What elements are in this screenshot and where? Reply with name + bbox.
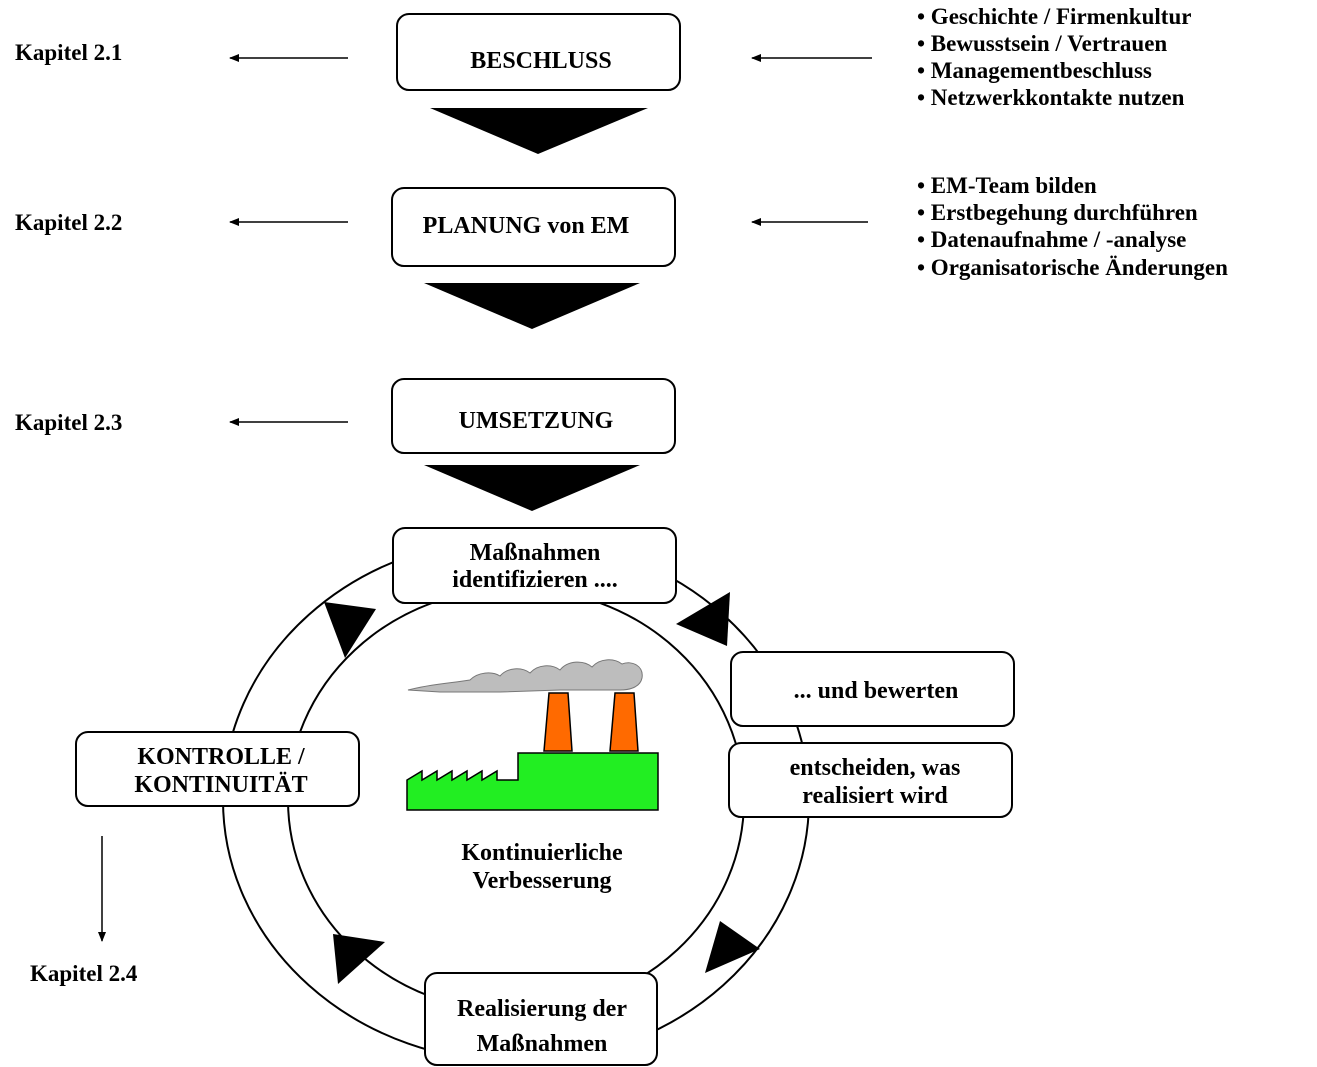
down-triangle-3: [424, 465, 640, 511]
down-triangle-2: [424, 283, 640, 329]
identify-label-line2: identifizieren ....: [452, 567, 618, 593]
umsetzung-box: [391, 378, 676, 454]
beschluss-bullet-item: • Managementbeschluss: [917, 58, 1152, 83]
cycle-arrow-top-right: [676, 592, 730, 646]
evaluate-box: [730, 651, 1015, 727]
chapter-label-2-3: Kapitel 2.3: [15, 410, 122, 435]
planung-label: PLANUNG von EM: [423, 213, 630, 239]
realize-label-line1: Realisierung der: [457, 996, 627, 1022]
control-label-line2: KONTINUITÄT: [134, 772, 307, 798]
chapter-label-2-1: Kapitel 2.1: [15, 40, 122, 65]
planung-bullet-item: • Erstbegehung durchführen: [917, 200, 1198, 225]
smoke-icon: [407, 659, 643, 693]
down-triangle-1: [430, 108, 648, 154]
chapter-label-2-2: Kapitel 2.2: [15, 210, 122, 235]
cycle-arrow-bottom-left: [333, 934, 385, 984]
chimney-right: [609, 692, 639, 752]
identify-label-line1: Maßnahmen: [470, 540, 601, 566]
beschluss-label: BESCHLUSS: [470, 48, 611, 74]
umsetzung-label: UMSETZUNG: [459, 408, 614, 434]
beschluss-bullet-item: • Netzwerkkontakte nutzen: [917, 85, 1185, 110]
decide-label-line2: realisiert wird: [802, 783, 948, 809]
decide-label-line1: entscheiden, was: [790, 755, 961, 781]
control-box: [75, 731, 360, 807]
planung-bullet-item: • EM-Team bilden: [917, 173, 1097, 198]
cycle-arrow-bottom-right: [705, 921, 760, 973]
beschluss-bullet-item: • Geschichte / Firmenkultur: [917, 4, 1191, 29]
decide-box: [728, 742, 1013, 818]
factory-building: [406, 752, 659, 811]
planung-bullet-item: • Organisatorische Änderungen: [917, 255, 1228, 280]
beschluss-bullet-item: • Bewusstsein / Vertrauen: [917, 31, 1167, 56]
realize-box: [424, 972, 658, 1066]
factory-icon: [406, 659, 659, 811]
planung-bullet-item: • Datenaufnahme / -analyse: [917, 227, 1186, 252]
planung-bullet-list: • EM-Team bilden • Erstbegehung durchfüh…: [917, 173, 1228, 280]
control-label-line1: KONTROLLE /: [137, 744, 305, 770]
center-label-line1: Kontinuierliche: [461, 840, 623, 866]
chimney-left: [543, 692, 573, 752]
identify-box: [392, 527, 677, 604]
chapter-label-2-4: Kapitel 2.4: [30, 961, 138, 986]
planung-box: [391, 187, 676, 267]
beschluss-bullet-list: • Geschichte / Firmenkultur • Bewusstsei…: [917, 4, 1191, 110]
beschluss-box: [396, 13, 681, 91]
evaluate-label: ... und bewerten: [794, 678, 959, 704]
center-label-line2: Verbesserung: [472, 868, 611, 894]
cycle-arrow-top-left: [324, 602, 376, 658]
realize-label-line2: Maßnahmen: [477, 1031, 608, 1057]
